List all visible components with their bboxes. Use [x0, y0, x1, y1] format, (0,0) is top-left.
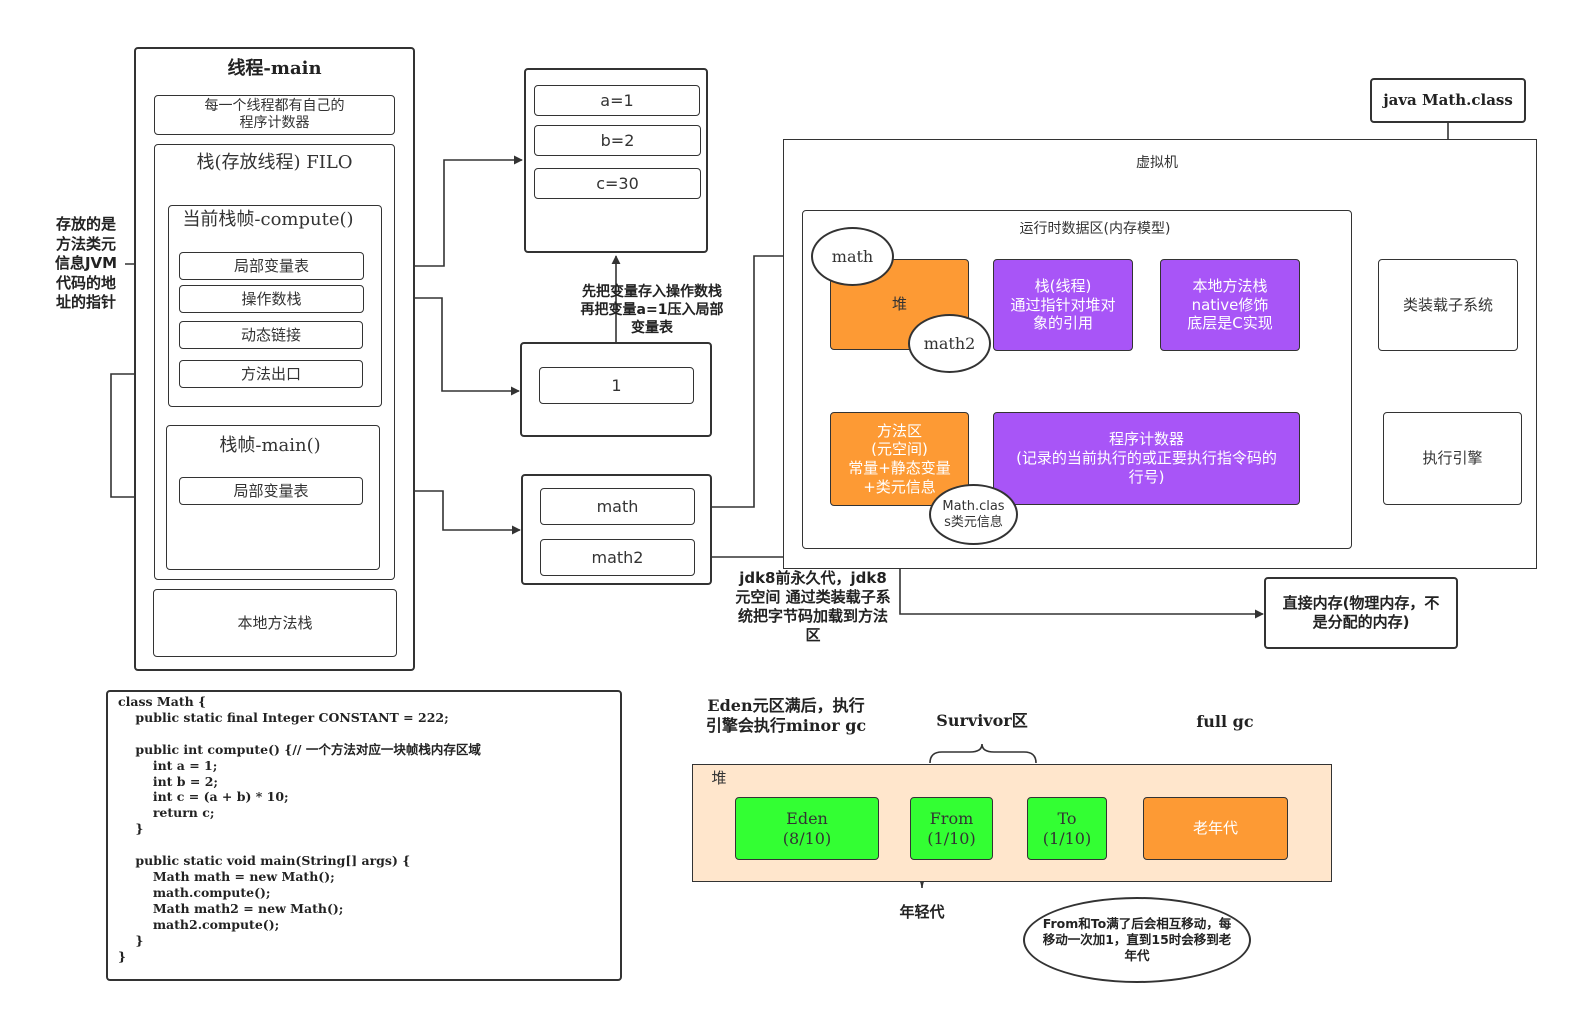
code-text: class Math { public static final Integer…: [118, 694, 481, 964]
method-exit: 方法出口: [179, 360, 363, 388]
var-c: c=30: [534, 168, 701, 199]
java-class-box: java Math.class: [1370, 78, 1526, 123]
survivor-label: Survivor区: [936, 711, 1028, 730]
math-class-info-ellipse: Math.clas s类元信息: [929, 484, 1018, 545]
side-note-pointer: 存放的是 方法类元 信息JVM 代码的地 址的指针: [54, 215, 118, 311]
old-gen-box: 老年代: [1143, 797, 1288, 860]
gc-heap-label: 堆: [711, 769, 727, 787]
operand-value: 1: [539, 367, 694, 404]
survivor-brace: [929, 743, 1037, 764]
exec-engine-box: 执行引擎: [1383, 412, 1522, 505]
vm-title: 虚拟机: [1136, 155, 1178, 171]
main-local-vars-table: 局部变量表: [179, 477, 363, 505]
direct-memory-box: 直接内存(物理内存，不 是分配的内存): [1264, 577, 1458, 649]
frame-compute-title: 当前栈帧-compute(): [182, 209, 354, 230]
eden-box: Eden (8/10): [735, 797, 879, 860]
move-note-ellipse: From和To满了后会相互移动，每 移动一次加1，直到15时会移到老 年代: [1023, 897, 1251, 983]
jdk-note: jdk8前永久代，jdk8 元空间 通过类装载子系 统把字节码加载到方法 区: [735, 569, 891, 644]
math2-ellipse: math2: [908, 314, 991, 373]
math-ellipse: math: [811, 227, 894, 286]
local-math2: math2: [540, 539, 695, 576]
to-box: To (1/10): [1027, 797, 1107, 860]
frame-main-title: 栈帧-main(): [219, 435, 321, 456]
var-a: a=1: [534, 85, 700, 116]
full-gc-label: full gc: [1196, 712, 1254, 731]
native-method-stack: 本地方法栈: [153, 589, 397, 657]
pc-register-box: 程序计数器 (记录的当前执行的或正要执行指令码的 行号): [993, 412, 1300, 505]
from-box: From (1/10): [910, 797, 993, 860]
thread-title: 线程-main: [227, 58, 322, 79]
class-loader-box: 类装载子系统: [1378, 259, 1518, 351]
runtime-area-title: 运行时数据区(内存模型): [1019, 221, 1171, 237]
local-math: math: [540, 488, 695, 525]
dynamic-link: 动态链接: [179, 321, 363, 349]
stack-title: 栈(存放线程) FILO: [196, 152, 353, 173]
local-vars-table: 局部变量表: [179, 252, 364, 280]
operand-note: 先把变量存入操作数栈 再把变量a=1压入局部 变量表: [580, 284, 724, 336]
eden-note: Eden元区满后，执行 引擎会执行minor gc: [705, 696, 867, 735]
code-block: class Math { public static final Integer…: [106, 690, 622, 981]
operand-stack: 操作数栈: [179, 285, 364, 313]
young-gen-label: 年轻代: [899, 903, 945, 921]
program-counter-box: 每一个线程都有自己的 程序计数器: [154, 95, 395, 135]
stack-thread-box: 栈(线程) 通过指针对堆对 象的引用: [993, 259, 1133, 351]
var-b: b=2: [534, 125, 701, 156]
native-method-stack-vm: 本地方法栈 native修饰 底层是C实现: [1160, 259, 1300, 351]
